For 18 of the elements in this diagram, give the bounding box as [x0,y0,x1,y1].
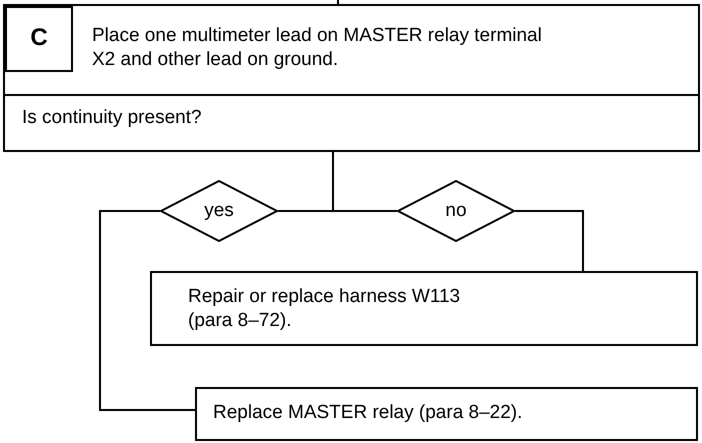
action-box [150,271,698,346]
decision-label: no [444,199,468,223]
decision-label: yes [203,199,235,223]
question-box [3,94,700,152]
decision-diamond [397,180,515,242]
instruction-text: Repair or replace harness W113 (para 8–72). [188,285,462,333]
instruction-text: Place one multimeter lead on MASTER relay terminal X2 and other lead on ground. [92,24,543,72]
step-letter: C [29,26,49,50]
instruction-text: Is continuity present? [22,106,202,130]
instruction-text: Replace MASTER relay (para 8–22). [213,401,522,425]
instruction-box [3,4,700,96]
decision-diamond [160,180,278,242]
connector-line [99,210,195,411]
connector-line [337,0,339,4]
action-box [195,387,698,441]
connector-line [515,210,584,271]
step-letter-box [5,6,73,72]
connector-line [332,152,397,212]
